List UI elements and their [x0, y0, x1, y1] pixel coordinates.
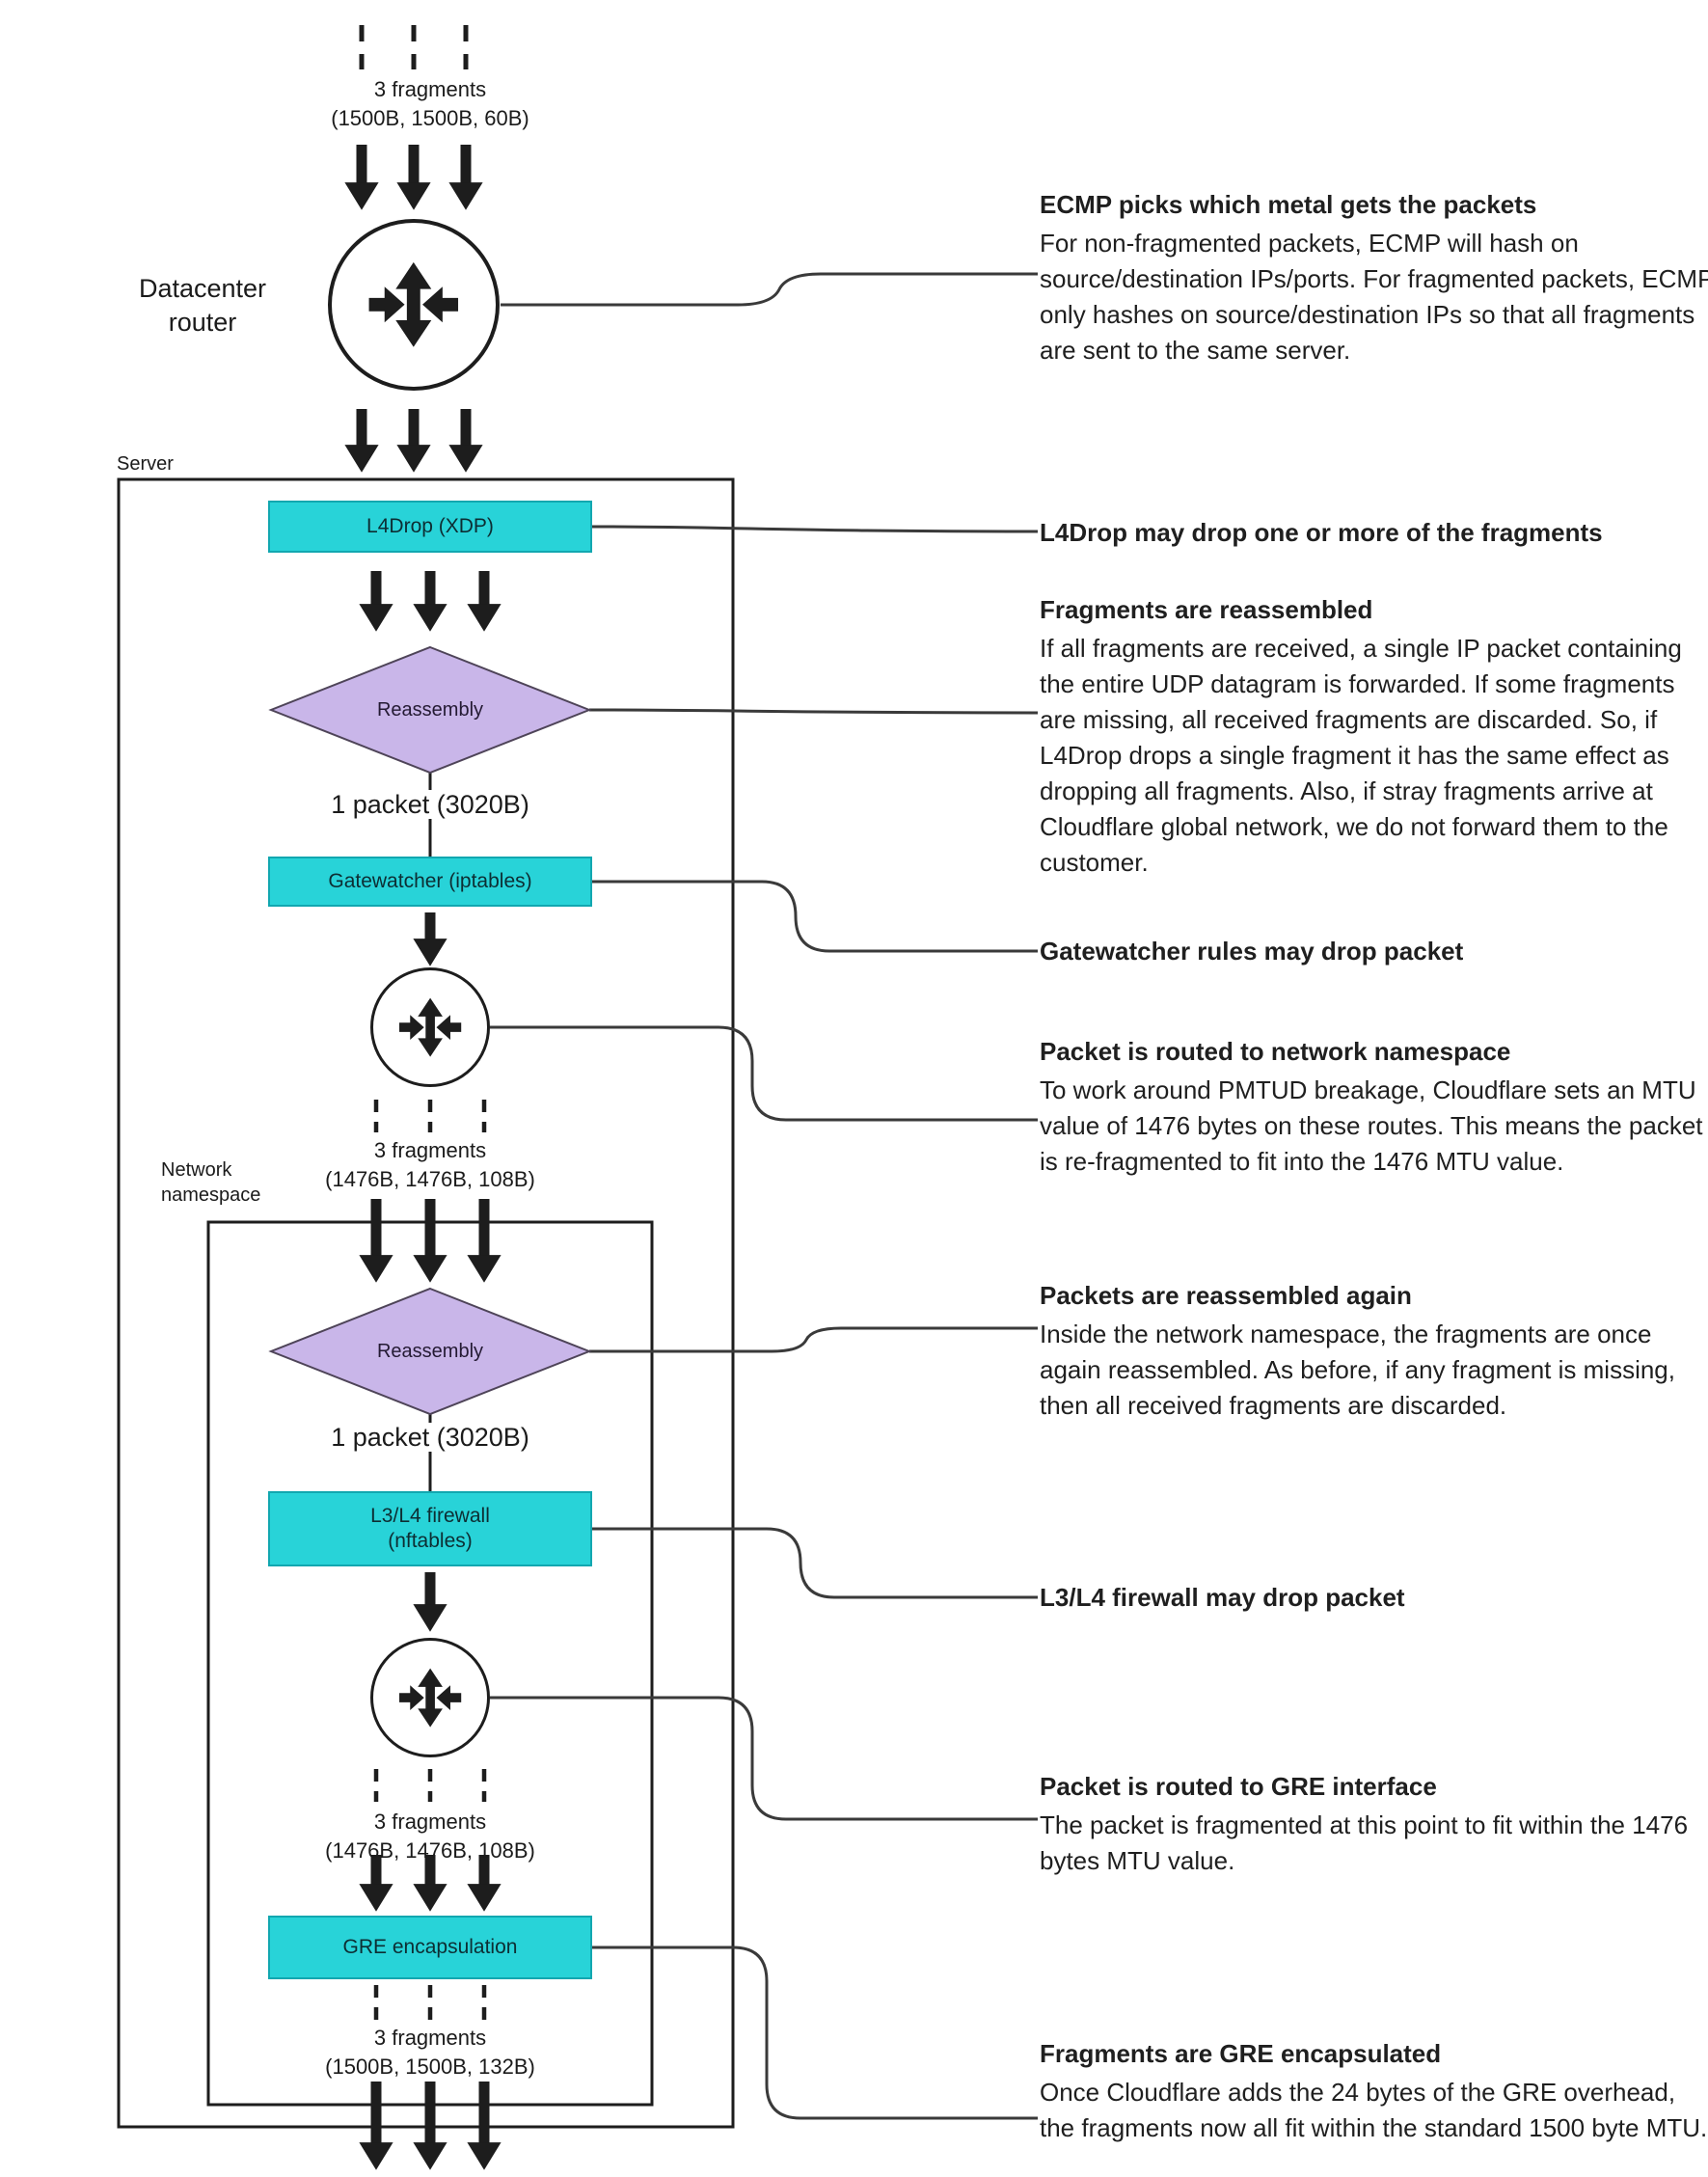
reassembly-diamond-2 — [268, 1287, 592, 1416]
annotation-ecmp: ECMP picks which metal gets the packets … — [1040, 189, 1708, 368]
connector-reassembly2 — [589, 1326, 1038, 1353]
fragments-label-ns: 3 fragments (1476B, 1476B, 108B) — [257, 1808, 604, 1865]
gatewatcher-node: Gatewatcher (iptables) — [268, 857, 592, 907]
firewall-node: L3/L4 firewall (nftables) — [268, 1491, 592, 1566]
annotation-firewall: L3/L4 firewall may drop packet — [1040, 1582, 1708, 1619]
annotation-route-netns: Packet is routed to network namespace To… — [1040, 1036, 1708, 1180]
annotation-reassembled-again: Packets are reassembled again Inside the… — [1040, 1280, 1708, 1424]
server-box-label: Server — [117, 453, 174, 475]
annotation-route-gre: Packet is routed to GRE interface The pa… — [1040, 1771, 1708, 1879]
annotation-body: Once Cloudflare adds the 24 bytes of the… — [1040, 2078, 1708, 2142]
arrows-into-gre — [359, 1855, 502, 1912]
annotation-title: Packet is routed to GRE interface — [1040, 1772, 1437, 1801]
annotation-title: Packet is routed to network namespace — [1040, 1037, 1511, 1066]
annotation-title: ECMP picks which metal gets the packets — [1040, 190, 1537, 219]
connector-reassembly1 — [588, 708, 1039, 715]
connector-gre — [592, 1946, 1038, 2120]
annotation-body: If all fragments are received, a single … — [1040, 634, 1682, 877]
annotation-body: The packet is fragmented at this point t… — [1040, 1810, 1689, 1875]
connector-route-gre — [490, 1696, 1038, 1821]
annotation-title: L4Drop may drop one or more of the fragm… — [1040, 518, 1603, 547]
arrows-into-namespace — [359, 1199, 502, 1283]
connector-gatewatcher — [592, 880, 1038, 953]
route-netns-node — [370, 967, 490, 1087]
fragments-sizes: (1500B, 1500B, 60B) — [331, 106, 529, 130]
reassembly-diamond-1 — [268, 645, 592, 775]
router-icon — [398, 997, 462, 1057]
annotation-body: For non-fragmented packets, ECMP will ha… — [1040, 229, 1708, 365]
annotation-l4drop: L4Drop may drop one or more of the fragm… — [1040, 517, 1708, 554]
reassembly-1-label: Reassembly — [376, 698, 484, 721]
fragments-label-out: 3 fragments (1500B, 1500B, 132B) — [257, 2024, 604, 2082]
connector-firewall — [592, 1527, 1038, 1599]
fragment-dashes-top — [359, 25, 469, 69]
packet-label-1: 1 packet (3020B) — [285, 789, 575, 820]
router-icon — [398, 1668, 462, 1728]
l4drop-node: L4Drop (XDP) — [268, 501, 592, 553]
network-namespace-label: Network namespace — [161, 1159, 261, 1206]
fragments-count: 3 fragments — [373, 2026, 487, 2050]
arrows-into-server — [344, 409, 483, 473]
datacenter-router-node — [328, 219, 500, 391]
annotation-gre-encapsulated: Fragments are GRE encapsulated Once Clou… — [1040, 2038, 1708, 2146]
connector-l4drop — [591, 525, 1039, 533]
arrows-out-bottom — [359, 2082, 502, 2170]
fragments-count: 3 fragments — [373, 1810, 487, 1834]
fragment-dashes-out — [373, 1985, 487, 2020]
annotation-title: L3/L4 firewall may drop packet — [1040, 1583, 1405, 1612]
fragment-dashes-ns — [373, 1769, 487, 1802]
annotation-title: Fragments are GRE encapsulated — [1040, 2039, 1442, 2068]
connector-ecmp — [501, 272, 1038, 307]
packet-label-2: 1 packet (3020B) — [285, 1422, 575, 1453]
gre-node: GRE encapsulation — [268, 1916, 592, 1979]
annotation-title: Gatewatcher rules may drop packet — [1040, 937, 1464, 966]
annotation-reassembled: Fragments are reassembled If all fragmen… — [1040, 594, 1708, 881]
fragments-sizes: (1500B, 1500B, 132B) — [325, 2055, 535, 2079]
router-icon — [368, 262, 459, 347]
annotation-title: Fragments are reassembled — [1040, 595, 1373, 624]
annotation-body: Inside the network namespace, the fragme… — [1040, 1320, 1675, 1420]
reassembly-2-label: Reassembly — [376, 1340, 484, 1362]
annotation-connectors — [490, 272, 1039, 2120]
annotation-title: Packets are reassembled again — [1040, 1281, 1412, 1310]
fragments-sizes: (1476B, 1476B, 108B) — [325, 1167, 535, 1191]
datacenter-router-label: Datacenter router — [138, 274, 267, 337]
fragment-dashes-mid — [373, 1100, 487, 1132]
annotation-gatewatcher: Gatewatcher rules may drop packet — [1040, 936, 1708, 972]
fragments-label-mid: 3 fragments (1476B, 1476B, 108B) — [257, 1136, 604, 1194]
fragments-count: 3 fragments — [373, 1138, 487, 1162]
annotation-body: To work around PMTUD breakage, Cloudflar… — [1040, 1075, 1703, 1176]
route-gre-node — [370, 1638, 490, 1757]
fragments-label-top: 3 fragments (1500B, 1500B, 60B) — [257, 75, 604, 133]
fragments-count: 3 fragments — [373, 77, 487, 101]
arrows-l4drop-to-reassembly — [359, 571, 502, 632]
fragments-sizes: (1476B, 1476B, 108B) — [325, 1838, 535, 1863]
arrows-into-router — [344, 145, 483, 210]
connector-route-netns — [490, 1025, 1038, 1122]
